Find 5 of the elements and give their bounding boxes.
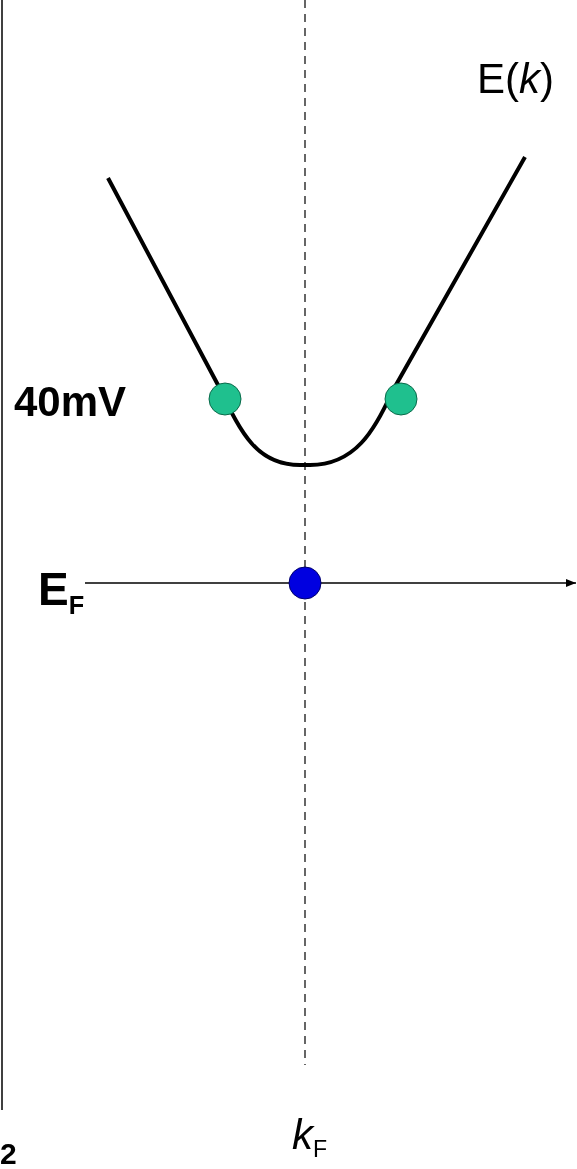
energy-level-label: 40mV	[14, 381, 127, 423]
curve-label: E(k)	[477, 58, 554, 100]
panel-number: 2	[0, 1139, 17, 1169]
axis-label: k$_{F}$	[292, 1114, 328, 1162]
fermi-energy-label: E$_{F}$	[38, 566, 85, 619]
